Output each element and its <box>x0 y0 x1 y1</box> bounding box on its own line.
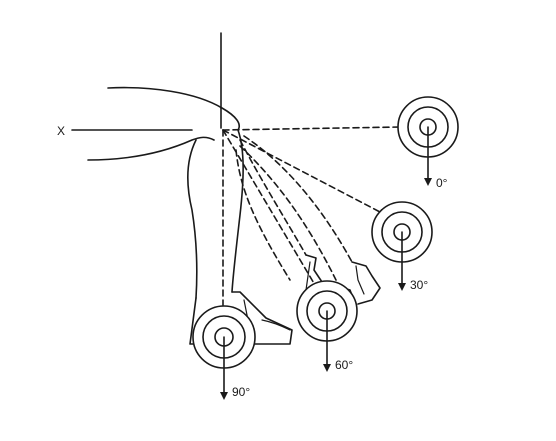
weight-30-arrowhead <box>398 283 406 291</box>
foot-90-toes <box>261 319 291 331</box>
dashed-line-0 <box>222 126 401 131</box>
x-axis-label: X <box>57 124 65 138</box>
angle-label-0: 0° <box>436 176 448 190</box>
weight-30 <box>371 201 433 291</box>
weight-60 <box>296 280 358 372</box>
dashed-shin-30-back <box>239 145 337 281</box>
thigh-lower-contour <box>87 136 215 161</box>
foot-90-outline <box>189 291 293 345</box>
dashed-shin-60-back <box>235 149 291 281</box>
thigh-upper-contour <box>107 86 240 131</box>
shin-front-contour <box>231 129 244 293</box>
foot-30-toes <box>355 265 365 295</box>
dashed-shin-30-front <box>243 135 353 263</box>
dashed-line-30 <box>222 129 381 213</box>
angle-label-30: 30° <box>410 278 428 292</box>
angle-label-60: 60° <box>335 358 353 372</box>
dashed-line-60 <box>222 129 316 286</box>
weight-0 <box>397 96 459 186</box>
calf-back-contour <box>187 139 198 299</box>
angle-label-90: 90° <box>232 385 250 399</box>
foot-30-outline <box>351 261 381 305</box>
weight-90-arrowhead <box>220 392 228 400</box>
dashed-shin-60-front <box>239 139 307 256</box>
foot-60-strap <box>305 261 311 291</box>
weight-0-arrowhead <box>424 178 432 186</box>
weight-90 <box>192 305 256 400</box>
weight-60-arrowhead <box>323 364 331 372</box>
